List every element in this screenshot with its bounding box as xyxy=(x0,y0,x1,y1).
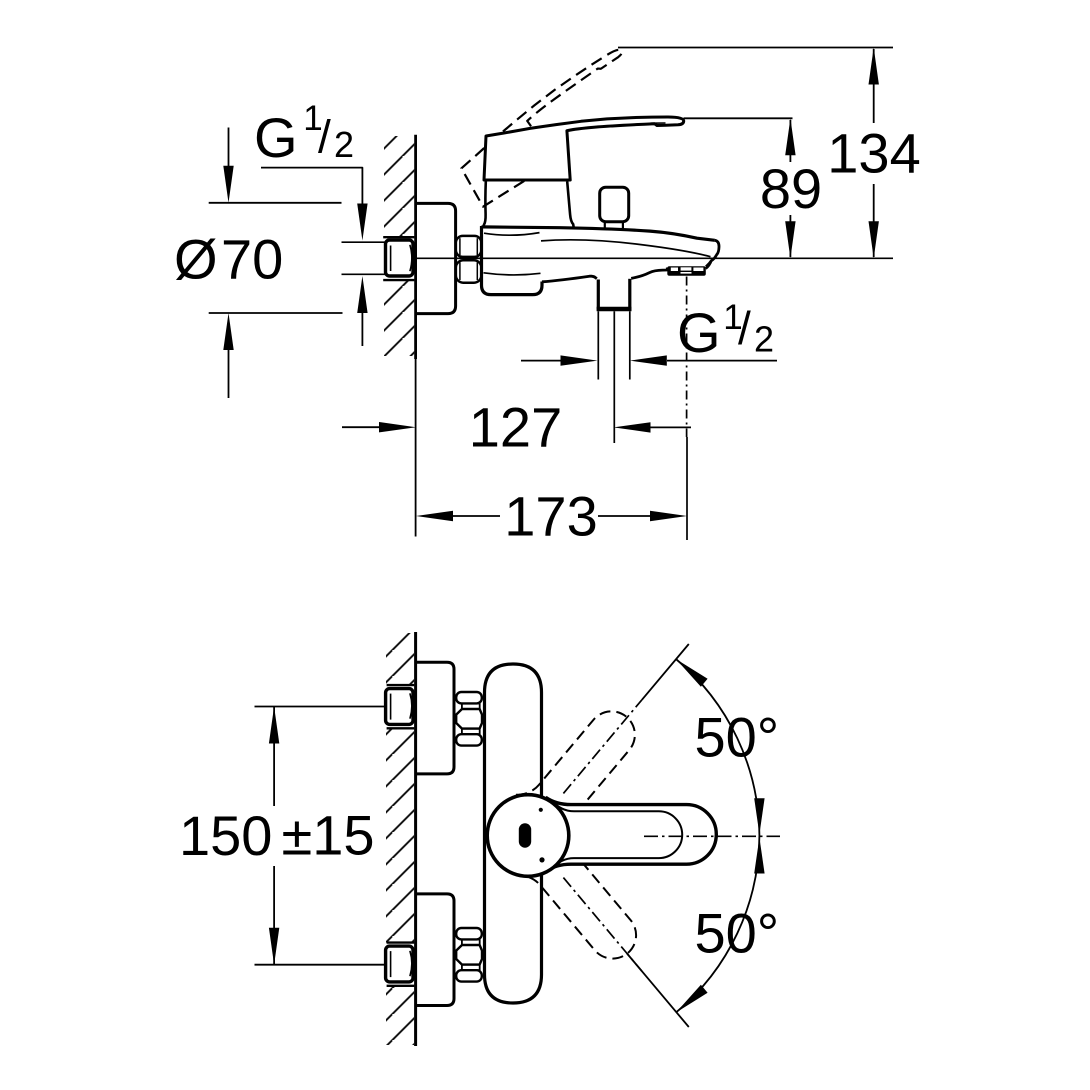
svg-text:2: 2 xyxy=(754,319,774,360)
svg-text:/: / xyxy=(318,111,331,163)
svg-text:±15: ±15 xyxy=(282,804,375,867)
svg-text:1: 1 xyxy=(303,99,322,138)
svg-text:50°: 50° xyxy=(695,902,780,965)
svg-text:Ø: Ø xyxy=(174,228,218,291)
svg-text:134: 134 xyxy=(827,122,920,185)
svg-text:173: 173 xyxy=(504,485,597,548)
svg-text:G: G xyxy=(254,106,298,169)
svg-text:/: / xyxy=(738,302,751,354)
svg-text:1: 1 xyxy=(723,298,742,337)
svg-text:50°: 50° xyxy=(695,706,780,769)
svg-text:89: 89 xyxy=(760,157,822,220)
svg-text:150: 150 xyxy=(179,804,272,867)
svg-text:127: 127 xyxy=(469,396,562,459)
svg-text:2: 2 xyxy=(334,124,354,165)
svg-text:70: 70 xyxy=(221,228,283,291)
svg-text:G: G xyxy=(677,301,721,364)
